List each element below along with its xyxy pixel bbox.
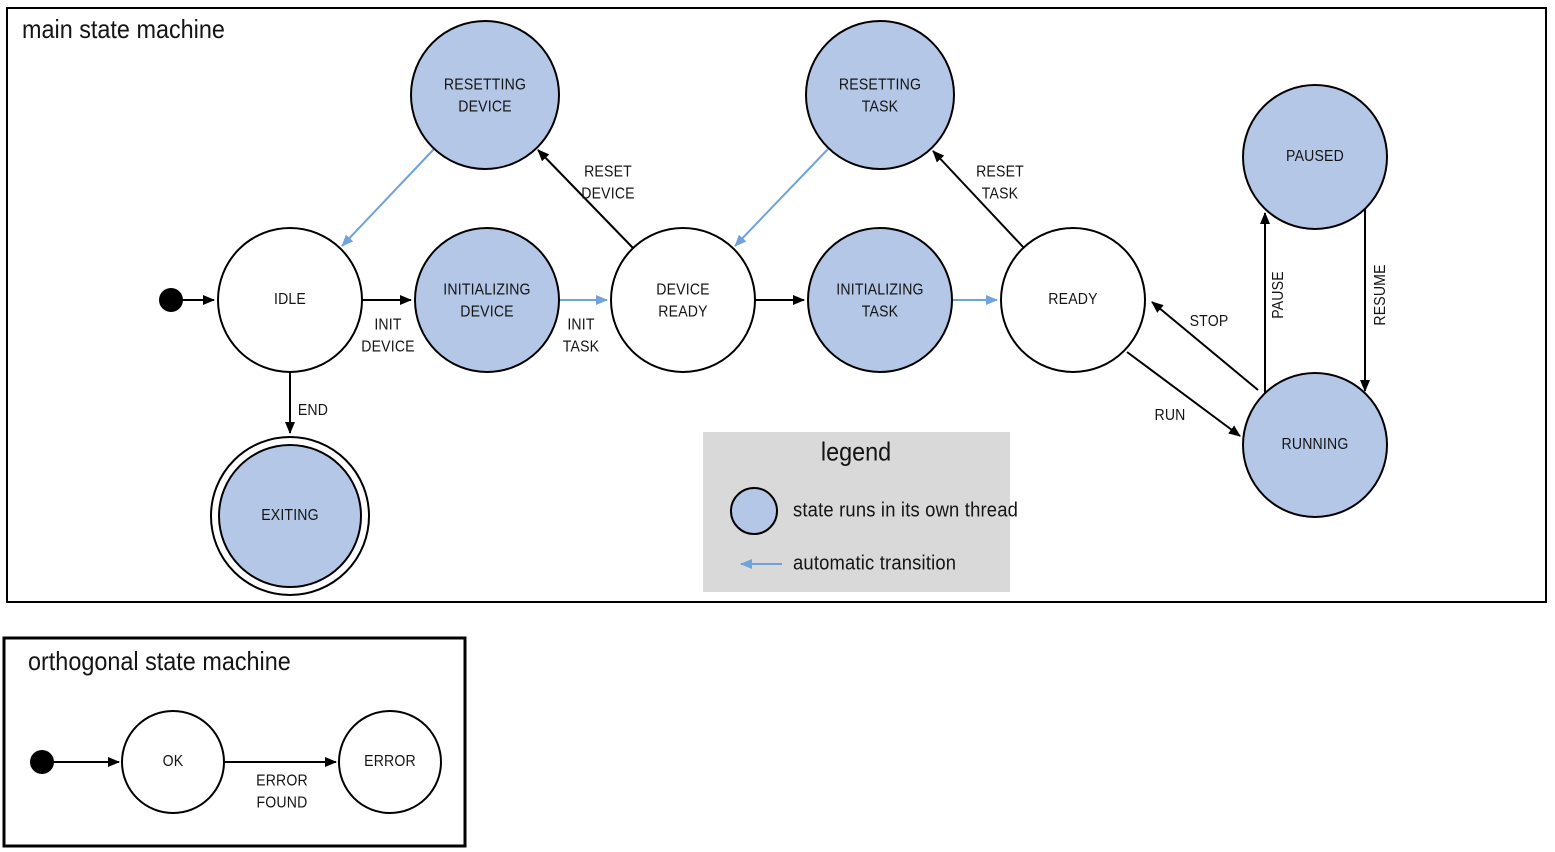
initial-state-dot-orthogonal — [30, 750, 54, 774]
state-resetting-task — [805, 20, 955, 170]
state-label-initializing-task: INITIALIZING TASK — [836, 281, 924, 320]
transition-label-stop: STOP — [1189, 313, 1229, 331]
orthogonal-state-machine-frame — [2, 636, 467, 848]
state-initializing-device — [414, 227, 560, 373]
transition-label-error-found: ERROR FOUND — [256, 772, 308, 811]
legend-thread-item-label: state runs in its own thread — [793, 499, 1019, 522]
auto-transition-resetting-device-to-idle — [341, 148, 435, 247]
state-label-idle: IDLE — [273, 291, 307, 309]
state-label-resetting-task: RESETTING TASK — [838, 76, 922, 115]
state-label-resetting-device: RESETTING DEVICE — [443, 76, 527, 115]
transition-label-reset-task: RESET TASK — [976, 163, 1024, 202]
transition-label-run: RUN — [1154, 407, 1186, 425]
state-paused — [1242, 84, 1388, 230]
transition-reset-task — [932, 150, 1025, 249]
state-exiting — [218, 444, 362, 588]
state-running — [1242, 372, 1388, 518]
legend-auto-item-label: automatic transition — [793, 552, 957, 575]
state-resetting-device — [410, 20, 560, 170]
state-label-ok: OK — [162, 753, 184, 771]
transition-label-pause: PAUSE — [1270, 271, 1288, 319]
legend-title: legend — [820, 436, 892, 467]
auto-transition-resetting-task-to-device-ready — [734, 147, 830, 247]
transition-label-init-device: INIT DEVICE — [361, 316, 415, 355]
orthogonal-frame-title: orthogonal state machine — [28, 646, 291, 676]
main-state-machine-frame — [6, 7, 1547, 603]
legend-thread-state-swatch — [730, 487, 778, 535]
state-device-ready — [610, 227, 756, 373]
transition-run — [1126, 351, 1241, 437]
main-frame-title: main state machine — [22, 14, 225, 44]
initial-state-dot-main — [159, 288, 183, 312]
state-initializing-task — [807, 227, 953, 373]
transition-label-init-task: INIT TASK — [562, 316, 600, 355]
state-label-exiting: EXITING — [261, 507, 319, 525]
transition-label-end: END — [297, 402, 329, 420]
state-label-ready: READY — [1048, 291, 1098, 309]
state-label-paused: PAUSED — [1286, 148, 1344, 166]
state-label-running: RUNNING — [1281, 436, 1349, 454]
transition-reset-device — [537, 149, 634, 249]
transition-stop — [1151, 301, 1259, 391]
transition-label-reset-device: RESET DEVICE — [581, 163, 635, 202]
state-error — [338, 710, 442, 814]
state-idle — [217, 227, 363, 373]
state-label-error: ERROR — [364, 753, 416, 771]
transition-label-resume: RESUME — [1372, 264, 1390, 326]
state-label-device-ready: DEVICE READY — [656, 281, 710, 320]
state-label-initializing-device: INITIALIZING DEVICE — [443, 281, 531, 320]
state-ready — [1000, 227, 1146, 373]
